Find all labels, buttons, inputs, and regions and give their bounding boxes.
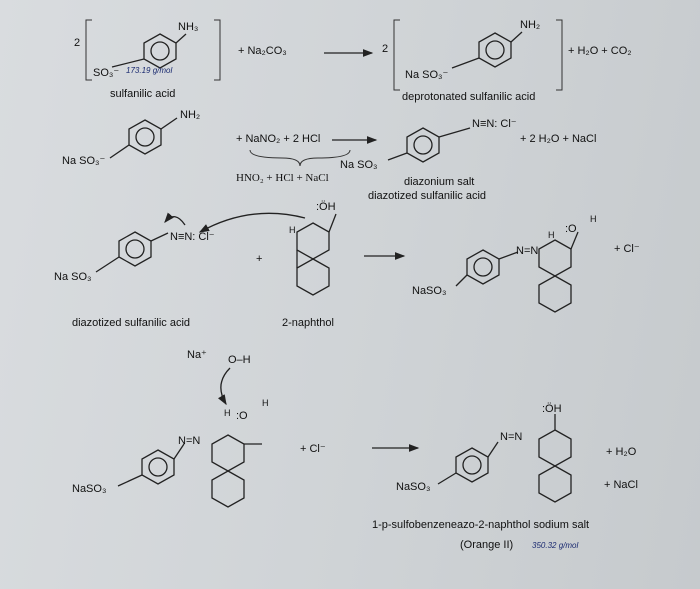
hydroxide-group: O–H xyxy=(228,354,251,366)
diazo-group-mid: N≡N: Cl⁻ xyxy=(472,118,517,130)
naso3-group-intermediate-2: NaSO₃ xyxy=(72,483,106,495)
h-atom-naphthol: H xyxy=(289,225,296,235)
reagent-hno2-line: HNO₂ + HCl + NaCl xyxy=(236,172,329,184)
label-2-naphthol: 2-naphthol xyxy=(282,317,334,329)
curved-arrow-base xyxy=(217,367,231,406)
aminobenzenesulfonate-structure xyxy=(109,117,178,159)
nh2-group-mid: NH₂ xyxy=(180,109,200,121)
handwritten-molar-mass-1: 173.19 g/mol xyxy=(126,66,172,75)
nn-group-intermediate: N=N xyxy=(516,245,538,257)
nh3-group: NH₃ xyxy=(178,21,198,33)
h-atom-intermediate-2: H xyxy=(590,214,597,224)
label-orange-ii: (Orange II) xyxy=(460,539,513,551)
diazo-group-coupling: N≡N: Cl⁻ xyxy=(170,231,215,243)
o-atom-intermediate: :O xyxy=(565,223,577,235)
products-h2o-co2: + H₂O + CO₂ xyxy=(568,45,632,57)
handwritten-molar-mass-2: 350.32 g/mol xyxy=(532,541,578,550)
curved-arrow-attack xyxy=(198,212,306,233)
diazonium-structure xyxy=(387,127,471,163)
nh2-group-top: NH₂ xyxy=(520,19,540,31)
label-diazonium-salt: diazonium salt xyxy=(404,176,474,188)
naso3-group-diazonium: Na SO₃ xyxy=(340,159,378,171)
naso3-group-coupling: Na SO₃ xyxy=(54,271,92,283)
naphthol-structure xyxy=(296,213,337,296)
naso3-group-top: Na SO₃⁻ xyxy=(405,69,448,81)
label-diazotized-2: diazotized sulfanilic acid xyxy=(72,317,190,329)
plus-h2o: + H₂O xyxy=(606,446,637,458)
plus-cl-intermediate: + Cl⁻ xyxy=(614,243,640,255)
oh-group-naphthol: :ÖH xyxy=(316,201,336,213)
nn-group-product: N=N xyxy=(500,431,522,443)
coefficient-right: 2 xyxy=(382,43,388,55)
label-deprotonated: deprotonated sulfanilic acid xyxy=(402,91,535,103)
underbrace xyxy=(249,149,351,167)
naso3-group-mid: Na SO₃⁻ xyxy=(62,155,105,167)
label-diazotized-1: diazotized sulfanilic acid xyxy=(368,190,486,202)
deprotonated-structure xyxy=(393,19,563,91)
label-product-name: 1-p-sulfobenzeneazo-2-naphthol sodium sa… xyxy=(372,519,589,531)
h-atom-intermediate-3: H xyxy=(224,408,231,418)
h-atom-intermediate-4: H xyxy=(262,398,269,408)
naso3-group-intermediate: NaSO₃ xyxy=(412,285,446,297)
reagent-na2co3: + Na₂CO₃ xyxy=(238,45,287,57)
na-cation: Na⁺ xyxy=(187,349,207,361)
oh-group-product: :ÖH xyxy=(542,403,562,415)
orange-ii-structure xyxy=(437,414,572,503)
intermediate-2-structure xyxy=(117,434,262,508)
products-h2o-nacl: + 2 H₂O + NaCl xyxy=(520,133,596,145)
so3-group: SO₃⁻ xyxy=(93,67,119,79)
label-sulfanilic-acid: sulfanilic acid xyxy=(110,88,175,100)
diazotized-acid-structure xyxy=(95,212,186,273)
nn-group-intermediate-2: N=N xyxy=(178,435,200,447)
sulfanilic-acid-structure xyxy=(85,19,221,81)
h-atom-intermediate: H xyxy=(548,230,555,240)
plus-center: + xyxy=(256,253,262,265)
reagent-nano2-hcl: + NaNO₂ + 2 HCl xyxy=(236,133,320,145)
plus-nacl: + NaCl xyxy=(604,479,638,491)
intermediate-structure xyxy=(455,231,579,313)
o-atom-intermediate-2: :O xyxy=(236,410,248,422)
coefficient-left: 2 xyxy=(74,37,80,49)
naso3-group-product: NaSO₃ xyxy=(396,481,430,493)
plus-cl-row4: + Cl⁻ xyxy=(300,443,326,455)
